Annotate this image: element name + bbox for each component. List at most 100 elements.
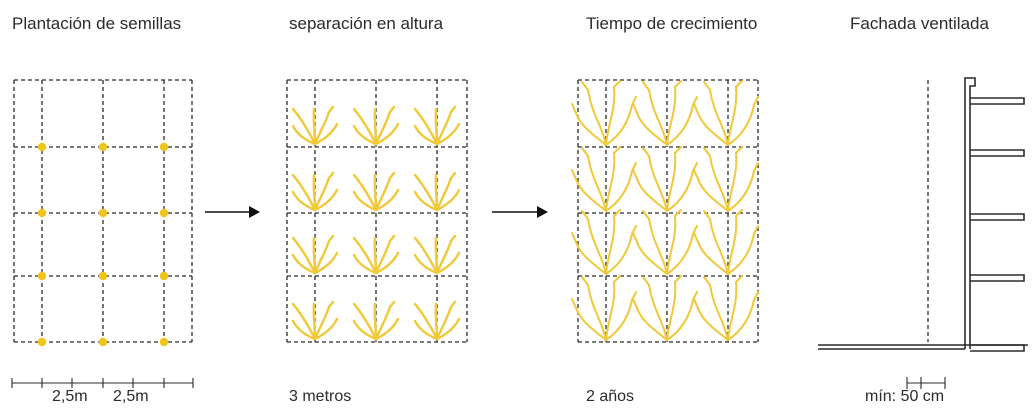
seed-dot-icon xyxy=(98,142,108,152)
plant-stem xyxy=(327,300,335,309)
plant-stem xyxy=(587,155,607,212)
plant-stem xyxy=(697,307,729,341)
plant-stem xyxy=(352,319,378,341)
plant-stem xyxy=(388,171,396,180)
plant-stem xyxy=(417,307,439,341)
plant-stem xyxy=(632,232,638,243)
plant-stem xyxy=(753,162,759,172)
plant-sprout-icon xyxy=(413,105,461,146)
plant-sprout-icon xyxy=(291,171,339,212)
plant-stem xyxy=(435,305,453,341)
seed-dot-icon xyxy=(98,337,108,347)
plant-stem xyxy=(674,275,682,283)
plant-stem xyxy=(449,234,457,243)
plant-stem xyxy=(632,298,638,309)
floor-slab xyxy=(970,344,1025,352)
seed-dot-icon xyxy=(37,142,47,152)
plant-stem xyxy=(693,232,699,243)
plant-stem xyxy=(613,275,621,283)
plant-sprout-icon xyxy=(571,209,637,275)
plant-stem xyxy=(727,299,755,341)
plant-stem xyxy=(327,234,335,243)
plant-stem xyxy=(434,302,439,341)
plant-stem xyxy=(312,236,317,275)
plant-stem xyxy=(413,302,421,311)
plant-stem xyxy=(295,307,317,341)
plant-stem xyxy=(374,110,392,146)
plant-stem xyxy=(642,81,650,91)
plant-stem xyxy=(435,317,461,341)
floor-slab xyxy=(970,149,1025,157)
plant-stem xyxy=(295,241,317,275)
plant-stem xyxy=(575,241,607,275)
plant-stem xyxy=(727,233,755,275)
plant-stem xyxy=(703,147,711,157)
plant-stem xyxy=(636,241,668,275)
plant-sprout-icon xyxy=(352,105,400,146)
plant-stem xyxy=(575,112,607,146)
plant-stem xyxy=(327,171,335,180)
plant-sprout-icon xyxy=(413,171,461,212)
caption-growth-time: 2 años xyxy=(586,388,635,405)
plant-stem xyxy=(449,105,457,114)
plant-stem xyxy=(312,302,317,341)
plant-stem xyxy=(587,284,607,341)
plant-stem xyxy=(449,300,457,309)
plant-stem xyxy=(313,176,331,212)
plant-stem xyxy=(417,241,439,275)
plant-stem xyxy=(434,107,439,146)
plant-stem xyxy=(636,112,668,146)
plant-stem xyxy=(434,173,439,212)
plant-stem xyxy=(709,89,729,146)
arrow-head xyxy=(249,206,260,218)
caption-separation: 3 metros xyxy=(289,388,352,405)
plant-stem xyxy=(642,276,650,286)
plant-sprout-icon xyxy=(413,234,461,275)
plant-stem xyxy=(413,190,439,212)
plant-stem xyxy=(636,307,668,341)
plant-stem xyxy=(648,284,668,341)
plant-stem xyxy=(373,302,378,341)
plant-stem xyxy=(613,146,621,154)
plant-stem xyxy=(697,241,729,275)
seed-dot-icon xyxy=(159,142,169,152)
plant-stem xyxy=(571,298,577,309)
plant-stem xyxy=(356,112,378,146)
plant-stem xyxy=(352,173,360,182)
plant-stem xyxy=(581,276,589,286)
plant-stem xyxy=(642,147,650,157)
seed-dot-icon xyxy=(98,271,108,281)
plant-sprout-icon xyxy=(693,209,759,275)
plant-stem xyxy=(709,155,729,212)
plant-stem xyxy=(413,107,421,116)
plant-stem xyxy=(735,209,743,217)
panel-title-separacion: separación en altura xyxy=(289,14,444,33)
plant-stem xyxy=(295,112,317,146)
plant-sprout-icon xyxy=(571,80,637,146)
plant-stem xyxy=(674,146,682,154)
plant-sprout-icon xyxy=(693,275,759,341)
seed-dot-icon xyxy=(159,208,169,218)
plant-stem xyxy=(693,298,699,309)
plant-stem xyxy=(435,122,461,146)
plant-stem xyxy=(613,80,621,88)
plant-stem xyxy=(373,173,378,212)
plant-sprout-icon xyxy=(571,275,637,341)
plant-stem xyxy=(435,239,453,275)
plant-stem xyxy=(388,105,396,114)
plant-stem xyxy=(666,215,677,275)
plant-stem xyxy=(571,232,577,243)
plant-stem xyxy=(356,178,378,212)
plant-stem xyxy=(312,173,317,212)
plant-sprout-icon xyxy=(632,146,698,212)
plant-stem xyxy=(388,300,396,309)
plant-stem xyxy=(295,178,317,212)
plant-stem xyxy=(291,302,299,311)
plant-stem xyxy=(352,190,378,212)
plant-sprout-icon xyxy=(352,234,400,275)
plant-stem xyxy=(417,112,439,146)
plant-sprout-icon xyxy=(571,146,637,212)
plant-stem xyxy=(693,103,699,114)
plant-stem xyxy=(666,170,694,212)
plant-stem xyxy=(697,178,729,212)
